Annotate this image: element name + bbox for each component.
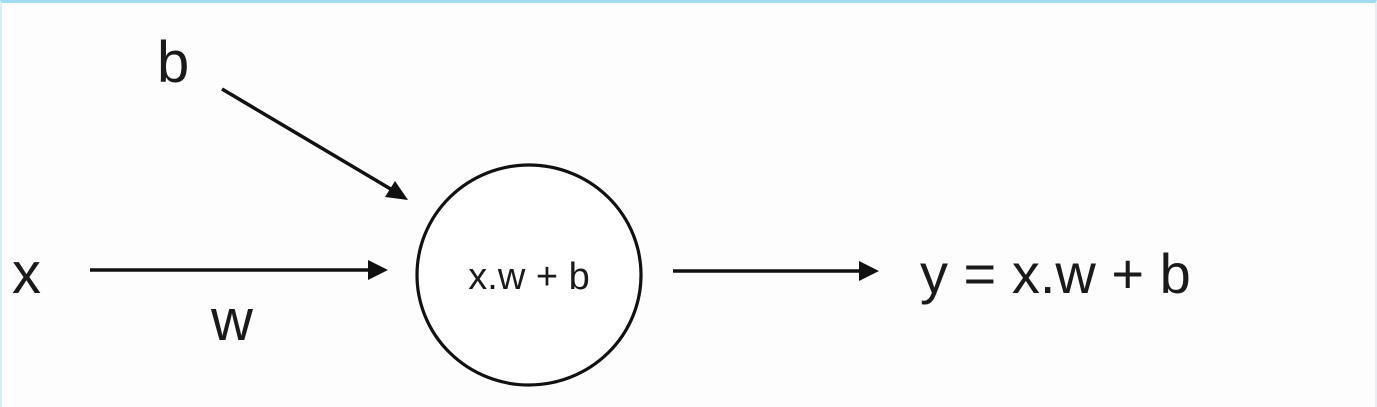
- output-arrow: [673, 261, 879, 281]
- input-arrow: [90, 260, 388, 280]
- bias-arrow: [221, 87, 408, 200]
- weight-label: w: [210, 288, 254, 353]
- output-formula: y = x.w + b: [920, 242, 1191, 305]
- neuron-label: x.w + b: [468, 256, 589, 298]
- input-label: x: [12, 241, 41, 306]
- neuron-node: x.w + b: [415, 163, 643, 387]
- bias-label: b: [157, 30, 189, 95]
- neuron-diagram: b x w x.w + b y = x.w + b: [12, 30, 1191, 387]
